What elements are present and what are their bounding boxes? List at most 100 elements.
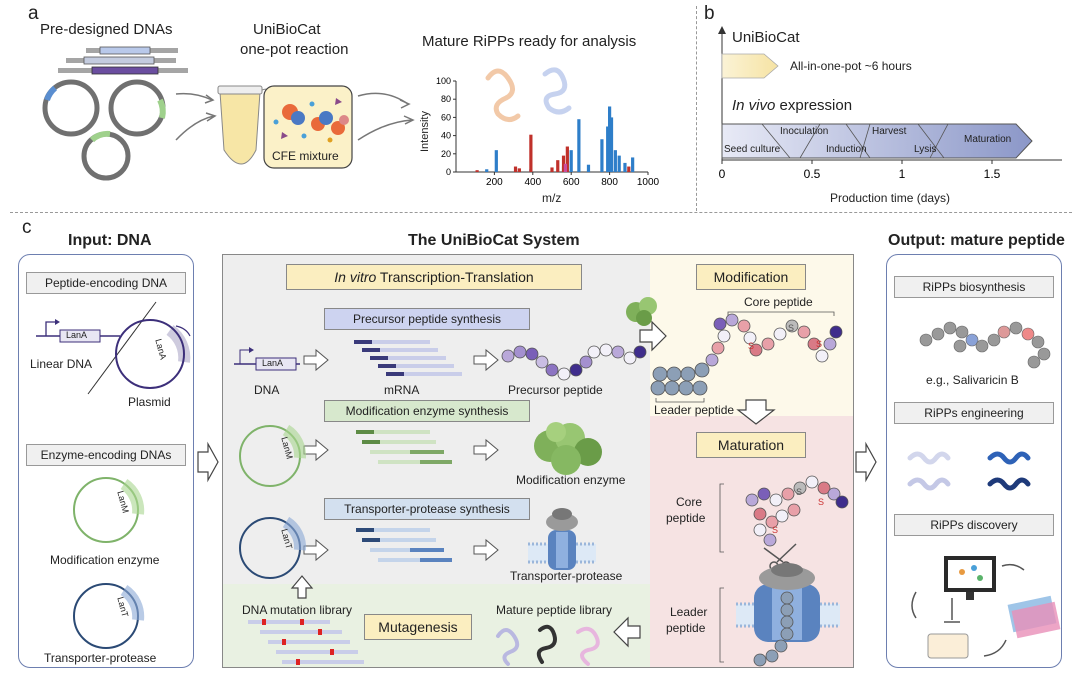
spectrum-peak xyxy=(494,150,498,172)
mod-synth-tag: Modification enzyme synthesis xyxy=(324,400,530,422)
transporter-protease-icon xyxy=(528,508,596,570)
maturation-tag: Maturation xyxy=(696,432,806,458)
lanm-plasmid-icon xyxy=(73,477,145,543)
mature-peptide-library-icon xyxy=(496,624,600,666)
core-maturation-label-1: Core xyxy=(676,495,703,509)
spectrum-peak xyxy=(475,170,479,172)
ivtt-header: In vitro Transcription-Translation xyxy=(286,264,582,290)
modification-tag: Modification xyxy=(696,264,806,290)
production-time-label: Production time (days) xyxy=(830,191,951,205)
core-bracket-maturation xyxy=(719,483,724,553)
spectrum-peak xyxy=(563,163,568,172)
x-tick-label: 200 xyxy=(486,177,503,188)
unibiocat-system-title: The UniBioCat System xyxy=(408,232,580,249)
leader-bead-chain-icon xyxy=(753,591,794,667)
panel-divider-vertical xyxy=(696,6,697,211)
linear-dna-label: Linear DNA xyxy=(30,357,93,371)
one-pot-label: one-pot reaction xyxy=(240,41,349,58)
linear-dna-icon xyxy=(58,46,188,75)
leader-maturation-label-2: peptide xyxy=(666,621,706,635)
lana-linear-dna-icon xyxy=(36,319,120,343)
core-maturation-label-2: peptide xyxy=(666,511,706,525)
spectrum-peak xyxy=(556,160,560,172)
y-tick-label: 20 xyxy=(441,149,451,159)
spectrum-peak xyxy=(586,164,591,172)
spectrum-peak xyxy=(569,150,573,172)
spectrum-peak xyxy=(617,155,621,172)
ripps-engineering-tag: RiPPs engineering xyxy=(894,402,1054,424)
ripps-engineering-icon xyxy=(907,451,1031,491)
timeline-ticks: 0 0.5 1 1.5 xyxy=(719,160,1001,181)
lana-system-label: LanA xyxy=(262,358,284,368)
ripps-discovery-tag: RiPPs discovery xyxy=(894,514,1054,536)
timeline-tick-label: 1.5 xyxy=(984,167,1001,181)
input-divider-line xyxy=(87,301,157,395)
mature-peptide-library-label: Mature peptide library xyxy=(496,603,613,617)
ribosome-icon xyxy=(273,98,349,143)
transporter-system-label: Transporter-protease xyxy=(510,569,623,583)
input-dna-title: Input: DNA xyxy=(68,232,152,249)
panel-c-letter: c xyxy=(22,217,32,238)
y-tick-label: 0 xyxy=(446,167,451,177)
small-arrows-icon xyxy=(303,348,499,562)
salivaricin-label: e.g., Salivaricin B xyxy=(926,373,1019,387)
matured-peptide-icon xyxy=(745,475,849,547)
leader-peptide-label: Leader peptide xyxy=(654,403,735,417)
lana-plasmid-icon xyxy=(115,319,191,389)
leader-bracket-maturation xyxy=(719,587,724,663)
stage-induction: Induction xyxy=(826,144,867,155)
dna-label: DNA xyxy=(254,383,280,397)
enzyme-dnas-tag: Enzyme-encoding DNAs xyxy=(26,444,186,466)
maturation-s-label: S xyxy=(772,525,779,535)
tp-synth-tag: Transporter-protease synthesis xyxy=(324,498,530,520)
in-vivo-time-arrow xyxy=(721,123,1033,159)
spectrum-peak xyxy=(600,139,604,172)
dna-mutation-library-label: DNA mutation library xyxy=(242,603,353,617)
panel-b-letter: b xyxy=(704,3,715,24)
peptide-squiggle-icon xyxy=(485,67,572,122)
mz-axis-label: m/z xyxy=(542,191,562,205)
tp-plasmid-icon xyxy=(239,516,307,579)
unibiocat-label-b: UniBioCat xyxy=(732,29,800,46)
plasmid-icon xyxy=(42,79,166,181)
mod-mrna-icon xyxy=(356,430,452,464)
stage-seed-culture: Seed culture xyxy=(724,144,781,155)
salivaricin-icon xyxy=(919,321,1051,369)
plasmid-label: Plasmid xyxy=(128,395,171,409)
modification-enzyme-icon xyxy=(534,422,602,475)
ripps-biosynthesis-tag: RiPPs biosynthesis xyxy=(894,276,1054,298)
x-tick-label: 800 xyxy=(601,177,618,188)
spectrum-peak xyxy=(485,169,489,172)
reaction-tube-icon xyxy=(217,85,271,165)
output-box xyxy=(886,254,1062,668)
spectrum-peak xyxy=(550,167,554,172)
stage-inoculation: Inoculation xyxy=(780,126,829,137)
panel-divider-horizontal xyxy=(10,212,1072,213)
maturation-s-label: S xyxy=(818,497,825,507)
precursor-peptide-label: Precursor peptide xyxy=(508,383,603,397)
maturation-s-label: S xyxy=(796,487,803,497)
spectrum-peak xyxy=(613,150,617,172)
spectrum-peak xyxy=(517,168,521,172)
y-tick-label: 80 xyxy=(441,94,451,104)
flow-arrows-icon xyxy=(197,320,877,648)
spectrum-peak xyxy=(565,146,569,172)
timeline-tick-label: 0.5 xyxy=(804,167,821,181)
timeline-tick-label: 0 xyxy=(719,167,726,181)
timeline-tick-label: 1 xyxy=(899,167,906,181)
stage-harvest: Harvest xyxy=(872,126,907,137)
x-tick-label: 600 xyxy=(563,177,580,188)
y-tick-label: 60 xyxy=(441,112,451,122)
spectrum-peak xyxy=(513,166,518,172)
leader-peptide-bracket xyxy=(655,398,705,403)
lana-linear-label: LanA xyxy=(66,330,88,340)
mod-enzyme-plasmid-icon xyxy=(239,424,307,487)
ripps-discovery-icon xyxy=(911,556,1061,659)
spectrum-peak xyxy=(561,155,566,172)
system-box-border xyxy=(222,254,854,668)
unibiocat-time-arrow xyxy=(721,53,779,79)
spectrum-peak xyxy=(608,106,612,172)
